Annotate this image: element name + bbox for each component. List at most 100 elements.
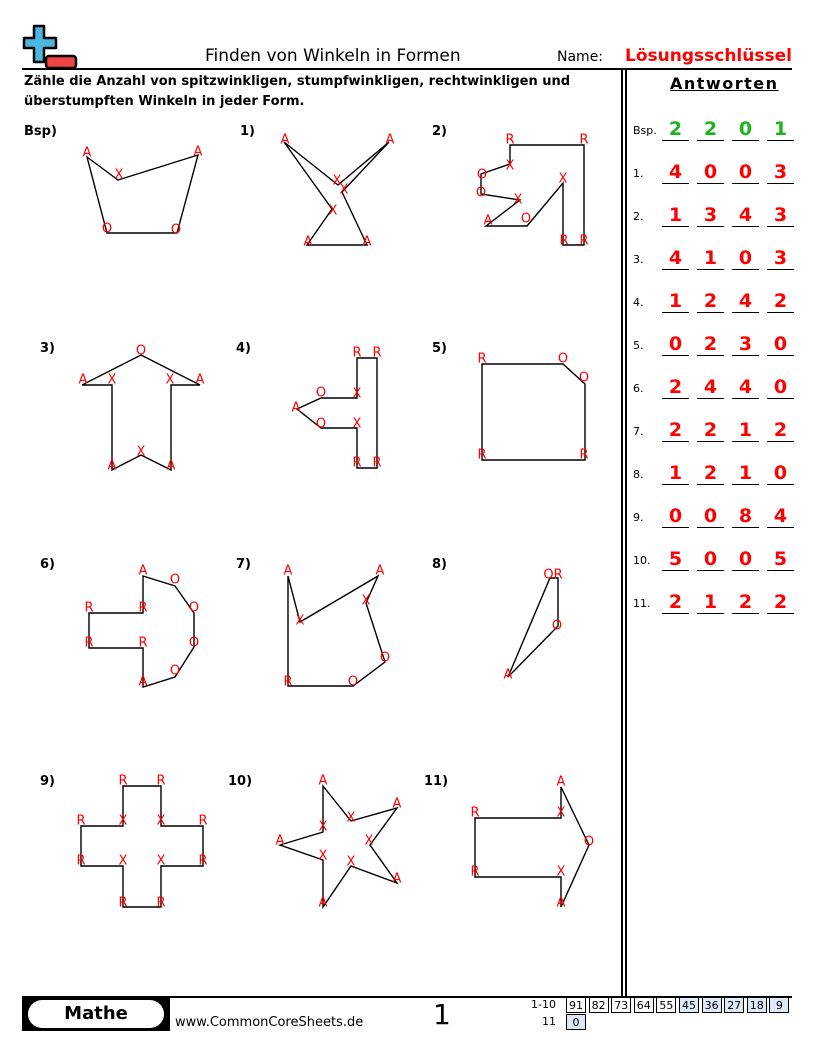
- shape-8: [507, 577, 559, 678]
- svg-text:R: R: [198, 814, 207, 829]
- answer-value: 2: [767, 419, 794, 442]
- header-divider: [22, 68, 792, 70]
- answer-value: 1: [662, 462, 689, 485]
- answer-value: 0: [697, 548, 724, 571]
- svg-text:X: X: [319, 849, 328, 864]
- svg-text:A: A: [139, 675, 148, 690]
- shape-4: [295, 357, 378, 469]
- problem-label-9: 9): [40, 774, 55, 789]
- shape-10: [277, 784, 399, 910]
- svg-text:X: X: [557, 806, 566, 821]
- svg-text:R: R: [283, 675, 292, 690]
- svg-text:O: O: [552, 619, 562, 634]
- svg-text:A: A: [386, 133, 395, 148]
- answer-value: 2: [697, 462, 724, 485]
- answer-value: 0: [732, 548, 759, 571]
- svg-text:R: R: [76, 854, 85, 869]
- svg-text:R: R: [138, 601, 147, 616]
- svg-text:R: R: [84, 636, 93, 651]
- svg-text:O: O: [136, 344, 146, 359]
- svg-text:X: X: [157, 814, 166, 829]
- svg-text:X: X: [166, 373, 175, 388]
- score-cell: 45: [679, 997, 699, 1013]
- answer-value: 2: [697, 419, 724, 442]
- svg-text:R: R: [352, 456, 361, 471]
- answer-value: 2: [767, 591, 794, 614]
- score-row-label: 1-10: [531, 998, 556, 1011]
- answer-value: 0: [767, 376, 794, 399]
- score-cell: 27: [724, 997, 745, 1013]
- answer-value: 1: [732, 462, 759, 485]
- svg-text:R: R: [470, 806, 479, 821]
- answer-column-divider-inner: [625, 69, 627, 997]
- svg-text:X: X: [347, 855, 356, 870]
- shape-3: [81, 354, 201, 472]
- shape-7: [287, 574, 386, 687]
- answers-heading: Antworten: [670, 74, 779, 93]
- answer-row-label: 4.: [633, 296, 644, 309]
- answer-value: 1: [662, 290, 689, 313]
- score-cell: 0: [566, 1014, 586, 1030]
- svg-text:A: A: [376, 564, 385, 579]
- answer-value: 2: [662, 118, 689, 141]
- svg-text:O: O: [584, 835, 594, 850]
- website-link[interactable]: www.CommonCoreSheets.de: [175, 1015, 364, 1030]
- answer-row-label: 9.: [633, 511, 644, 524]
- answer-column-divider: [621, 69, 623, 997]
- problem-label-6: 6): [40, 557, 55, 572]
- answer-value: 1: [697, 591, 724, 614]
- svg-text:X: X: [119, 814, 128, 829]
- svg-text:X: X: [137, 445, 146, 460]
- svg-text:X: X: [506, 159, 515, 174]
- svg-text:A: A: [167, 459, 176, 474]
- svg-text:O: O: [558, 352, 568, 367]
- answer-value: 0: [662, 333, 689, 356]
- svg-text:R: R: [118, 774, 127, 789]
- answer-row-label: 3.: [633, 253, 644, 266]
- answer-value: 2: [732, 591, 759, 614]
- shape-11: [474, 786, 590, 908]
- svg-text:OR: OR: [543, 568, 562, 583]
- svg-text:R: R: [372, 346, 381, 361]
- answer-row-label: 8.: [633, 468, 644, 481]
- answer-value: 4: [732, 376, 759, 399]
- instructions: Zähle die Anzahl von spitzwinkligen, stu…: [24, 74, 571, 109]
- shape-6: [88, 575, 195, 688]
- answer-value: 4: [662, 161, 689, 184]
- answer-row-label: 10.: [633, 554, 651, 567]
- problem-label-2: 2): [432, 124, 447, 139]
- svg-text:R: R: [198, 854, 207, 869]
- answer-value: 3: [732, 333, 759, 356]
- answer-value: 1: [732, 419, 759, 442]
- footer-divider: [22, 996, 792, 998]
- svg-text:X: X: [362, 594, 371, 609]
- svg-text:X: X: [353, 387, 362, 402]
- svg-text:A: A: [304, 235, 313, 250]
- answer-value: 2: [697, 118, 724, 141]
- answer-value: 0: [732, 161, 759, 184]
- svg-text:A: A: [284, 564, 293, 579]
- svg-text:A: A: [557, 896, 566, 911]
- svg-text:A: A: [484, 214, 493, 229]
- answer-row-label: 11.: [633, 597, 651, 610]
- svg-text:A: A: [393, 872, 402, 887]
- shape-5: [481, 363, 586, 461]
- score-cell: 9: [769, 997, 790, 1013]
- answer-value: 3: [767, 247, 794, 270]
- svg-text:O: O: [102, 222, 112, 237]
- problem-label-5: 5): [432, 341, 447, 356]
- svg-text:A: A: [393, 797, 402, 812]
- svg-text:R: R: [156, 774, 165, 789]
- svg-text:O: O: [521, 212, 531, 227]
- svg-text:O: O: [579, 371, 589, 386]
- svg-text:X: X: [115, 168, 124, 183]
- svg-text:R: R: [372, 456, 381, 471]
- answer-value: 0: [697, 161, 724, 184]
- answer-value: 4: [732, 204, 759, 227]
- answer-value: 4: [697, 376, 724, 399]
- svg-text:X: X: [559, 172, 568, 187]
